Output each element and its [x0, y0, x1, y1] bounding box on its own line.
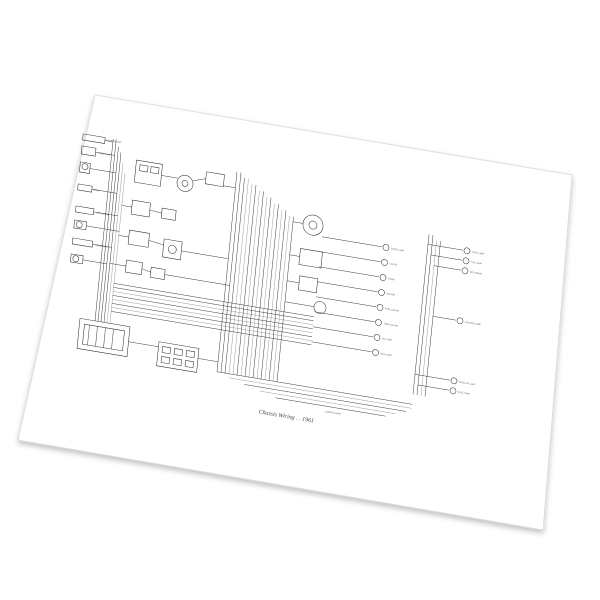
paper-sheet — [17, 94, 573, 531]
svg-text:HEADLAMP: HEADLAMP — [95, 244, 108, 249]
svg-text:FUEL GAUGE: FUEL GAUGE — [385, 307, 400, 312]
svg-text:BACK-UP LAMP: BACK-UP LAMP — [459, 381, 476, 387]
svg-text:HORN: HORN — [93, 189, 100, 192]
regulator-block — [134, 159, 225, 192]
svg-text:OIL LAMP: OIL LAMP — [382, 337, 393, 342]
svg-text:LH HEADLAMP: LH HEADLAMP — [106, 139, 122, 145]
fuse-panel — [76, 318, 219, 373]
right-lamp-group: DOME LAMP CLOCK RADIO HEATER FUEL GAUGE … — [311, 236, 405, 357]
svg-text:TAIL LAMP: TAIL LAMP — [471, 261, 483, 266]
harness-trunk — [94, 138, 126, 324]
svg-text:PARK LAMP: PARK LAMP — [98, 152, 111, 157]
wiring-diagram: LH HEADLAMP PARK LAMP HORN DIR SIGNAL HE… — [70, 133, 485, 417]
svg-text:STOP LAMP: STOP LAMP — [472, 251, 485, 256]
left-branches — [82, 140, 120, 265]
svg-text:DIR SIGNAL: DIR SIGNAL — [97, 211, 111, 216]
ignition-switch-cluster — [284, 214, 327, 314]
svg-text:GEN LAMP: GEN LAMP — [380, 352, 392, 357]
svg-text:TEMP GAUGE: TEMP GAUGE — [383, 322, 398, 327]
svg-text:RADIO: RADIO — [388, 277, 396, 281]
svg-text:DOME LAMP: DOME LAMP — [391, 247, 405, 252]
svg-text:FUEL TANK: FUEL TANK — [458, 391, 471, 396]
central-harness — [111, 171, 315, 382]
bottom-harness: LICENSE LAMP — [216, 371, 413, 417]
rear-harness: STOP LAMP TAIL LAMP DIR SIGNAL LICENSE L… — [412, 234, 485, 397]
svg-text:LICENSE LAMP: LICENSE LAMP — [465, 321, 482, 327]
svg-text:DIR SIGNAL: DIR SIGNAL — [470, 271, 484, 276]
svg-text:HEATER: HEATER — [386, 292, 395, 296]
svg-text:CLOCK: CLOCK — [389, 263, 397, 266]
svg-text:LICENSE LAMP: LICENSE LAMP — [325, 410, 342, 416]
left-tiny-labels: LH HEADLAMP PARK LAMP HORN DIR SIGNAL HE… — [93, 139, 122, 249]
